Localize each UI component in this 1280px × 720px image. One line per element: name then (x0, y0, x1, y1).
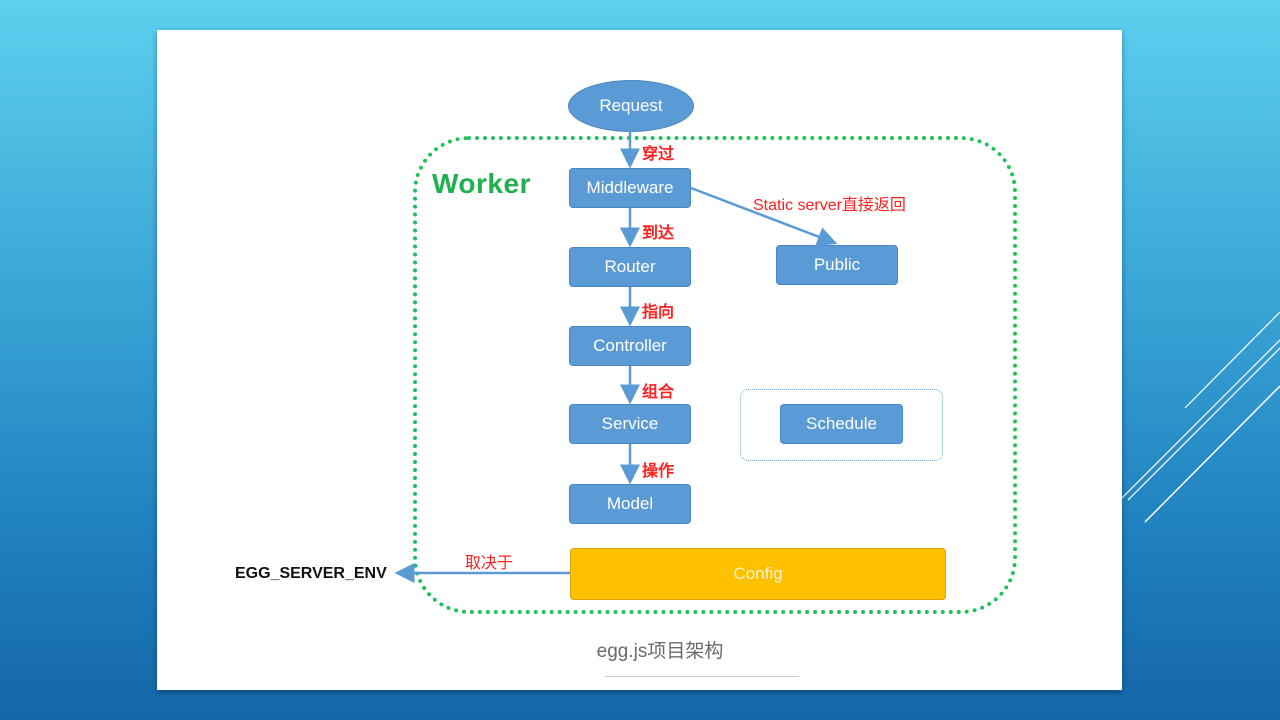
label-depends-on: 取决于 (465, 555, 514, 572)
schedule-node: Schedule (780, 404, 903, 444)
label-arrive: 到达 (642, 225, 675, 242)
router-node: Router (569, 247, 691, 287)
controller-node: Controller (569, 326, 691, 366)
arrow-middleware-public (690, 186, 838, 247)
caption-underline (605, 676, 799, 677)
config-node: Config (570, 548, 946, 600)
worker-title: Worker (432, 168, 531, 199)
diagram-slide: Worker Request Middleware Router Control… (157, 30, 1122, 690)
service-node: Service (569, 404, 691, 444)
model-node: Model (569, 484, 691, 524)
connector-arrows (394, 130, 838, 583)
figure-caption: egg.js项目架构 (596, 641, 724, 662)
label-static-server: Static server直接返回 (753, 197, 906, 214)
worker-boundary (413, 136, 1017, 614)
label-operate: 操作 (642, 463, 675, 480)
middleware-node: Middleware (569, 168, 691, 208)
label-pass-through: 穿过 (642, 146, 675, 163)
label-combine: 组合 (642, 384, 675, 401)
label-point-to: 指向 (642, 304, 675, 321)
env-variable-label: EGG_SERVER_ENV (235, 565, 387, 582)
schedule-group (740, 389, 943, 461)
request-node: Request (568, 80, 694, 132)
public-node: Public (776, 245, 898, 285)
